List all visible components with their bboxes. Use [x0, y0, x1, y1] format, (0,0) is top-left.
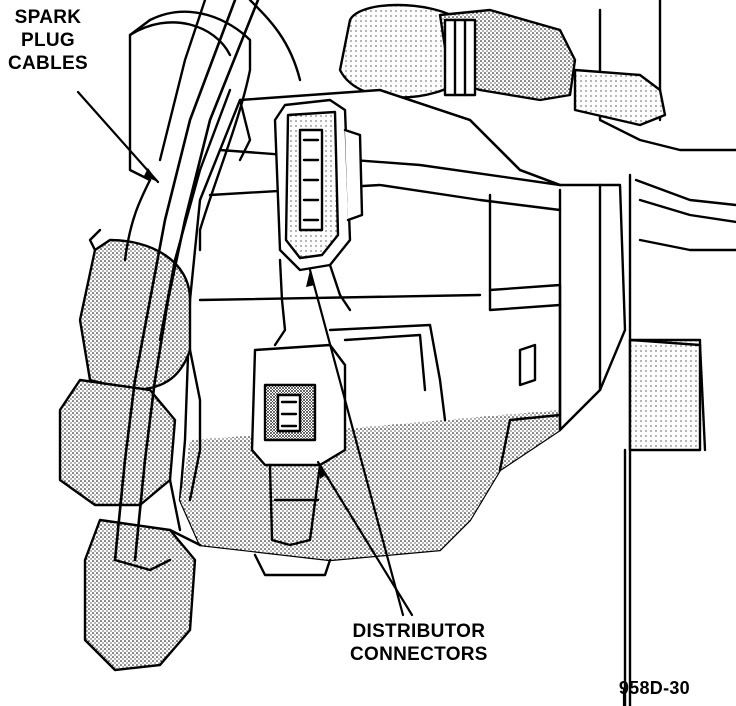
distributor-label-line: DISTRIBUTOR	[352, 621, 486, 642]
distributor-connectors-label: DISTRIBUTOR CONNECTORS	[350, 620, 488, 666]
plug-label-line: PLUG	[20, 30, 75, 51]
upper-hose	[248, 0, 667, 127]
spark-plug-cables	[58, 0, 260, 672]
engine-block	[598, 0, 736, 706]
cables-label-line: CABLES	[8, 53, 88, 74]
lower-distributor-connector	[250, 343, 347, 547]
spark-label-line: SPARK	[14, 7, 82, 28]
leader-arrowheads	[144, 168, 327, 479]
figure-number: 958D-30	[618, 678, 690, 698]
distributor-body	[168, 88, 627, 577]
connectors-label-line: CONNECTORS	[350, 644, 488, 665]
upper-distributor-connector	[273, 98, 364, 347]
spark-plug-cables-label: SPARK PLUG CABLES	[8, 6, 88, 75]
leader-lines	[76, 90, 626, 706]
